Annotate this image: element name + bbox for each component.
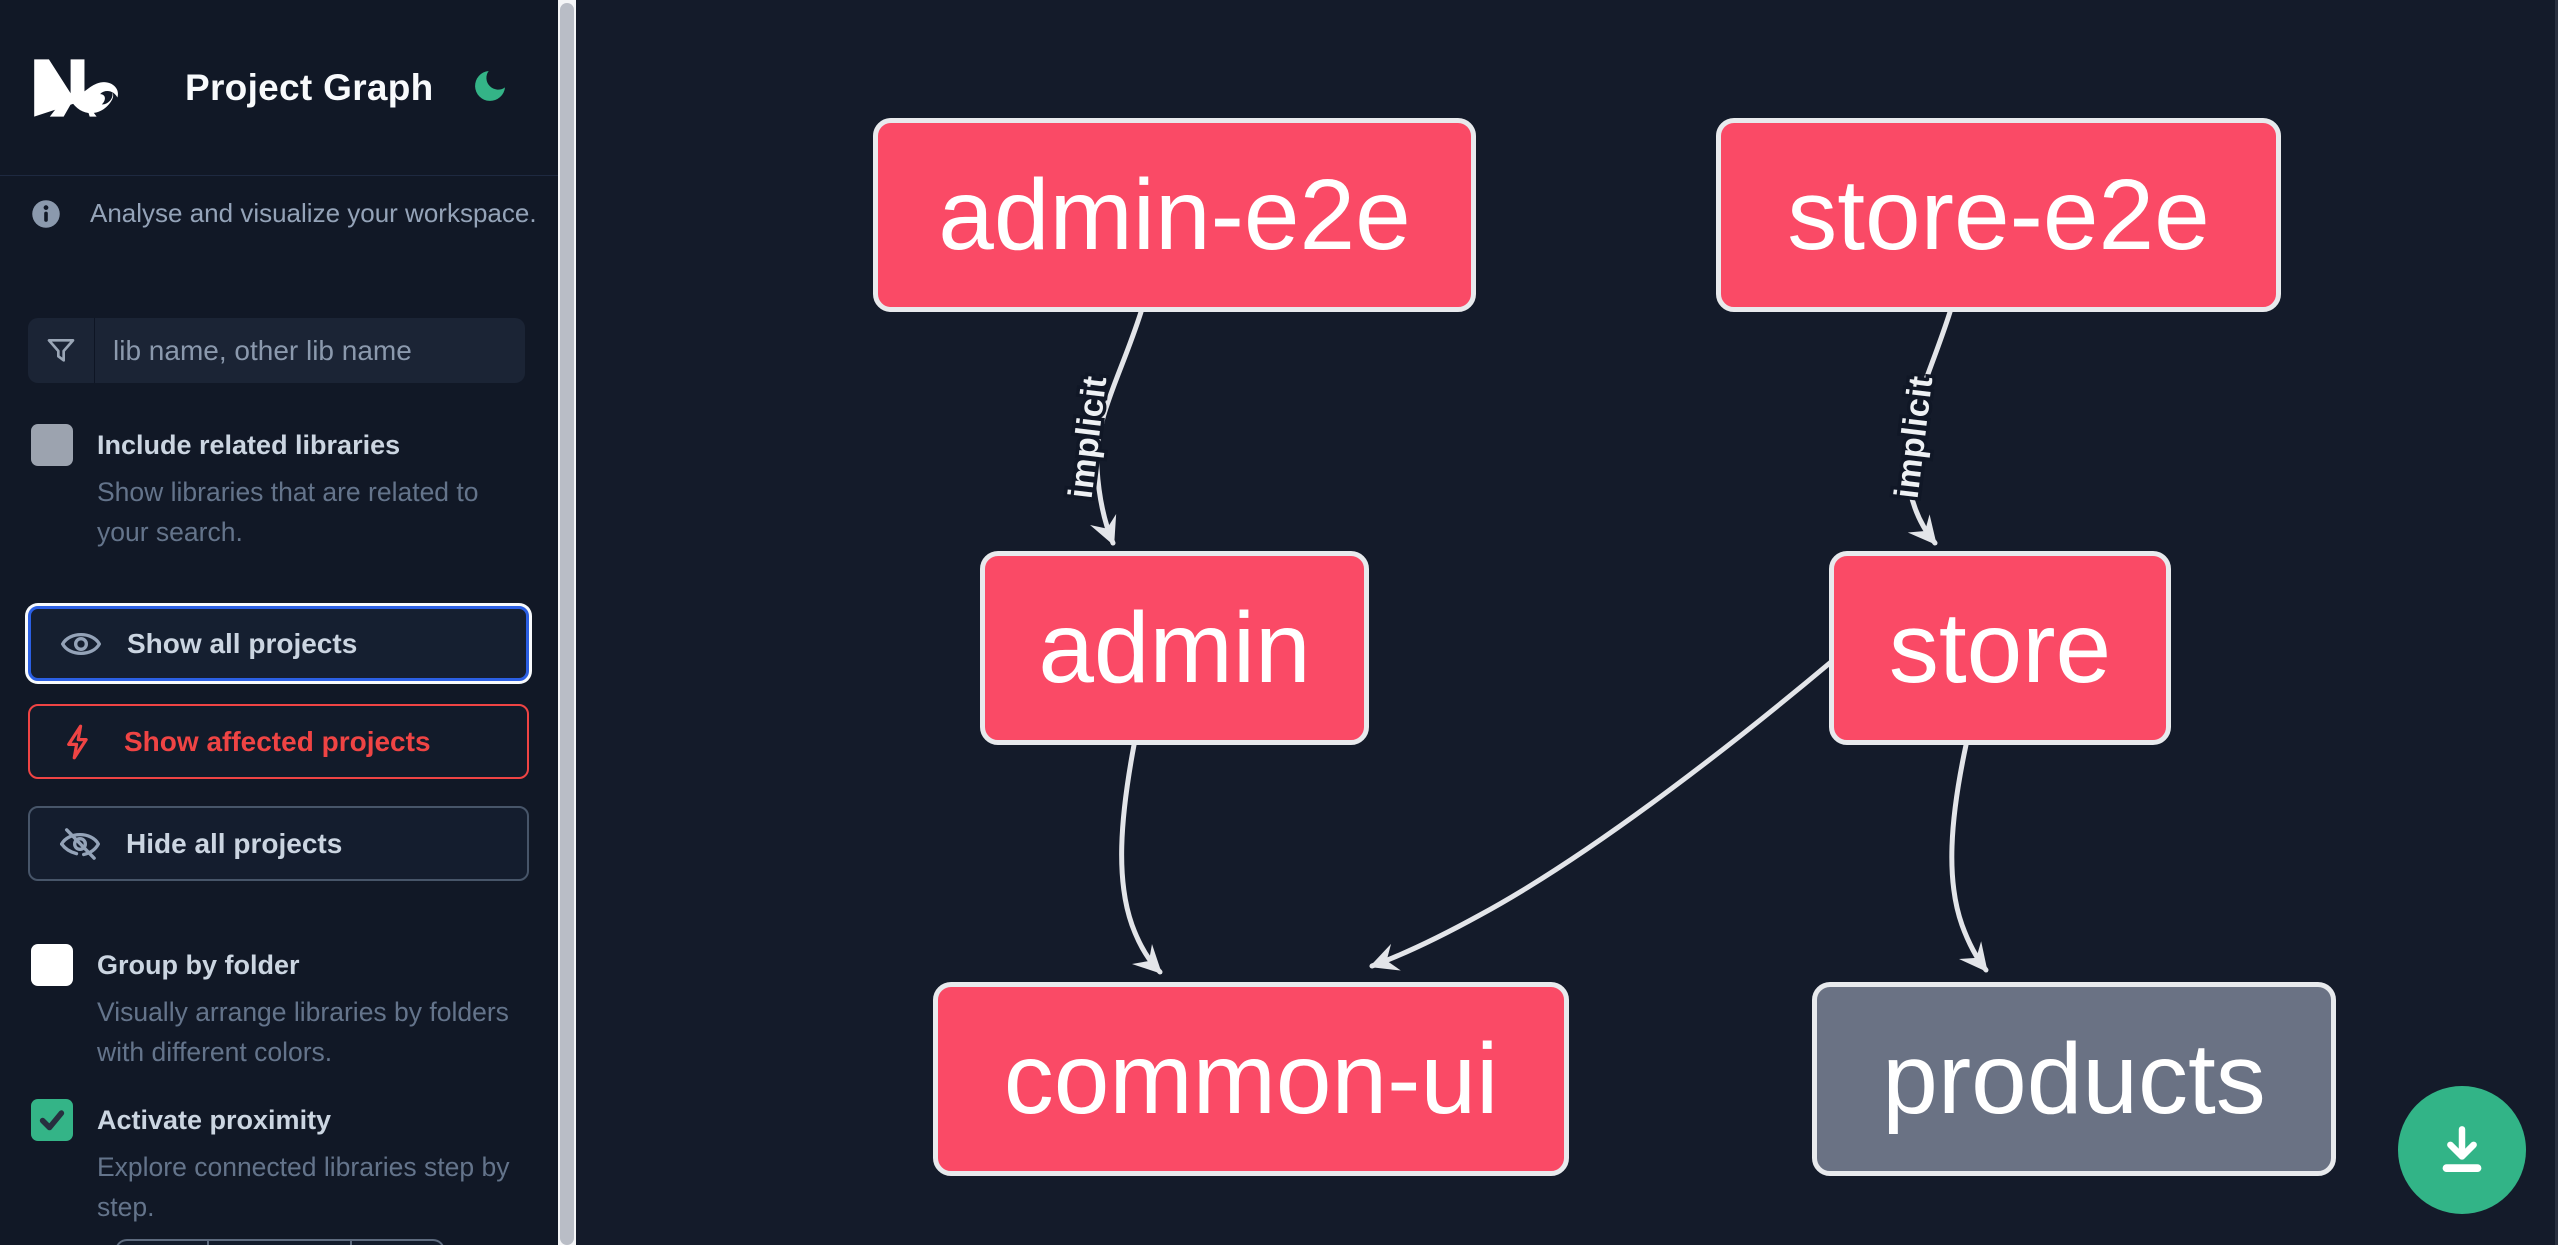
window-right-edge (2555, 0, 2558, 1245)
workspace-tagline-row: Analyse and visualize your workspace. (31, 198, 537, 229)
theme-toggle-moon-icon[interactable] (468, 66, 512, 110)
stepper-increment[interactable] (350, 1241, 443, 1245)
toggle-description: Explore connected libraries step by step… (97, 1152, 510, 1222)
stepper-decrement[interactable] (117, 1241, 207, 1245)
bolt-icon (67, 724, 88, 759)
eye-off-icon (60, 827, 100, 860)
stepper-value (207, 1241, 350, 1245)
proximity-stepper[interactable] (115, 1239, 445, 1245)
sidebar-scrollbar (558, 0, 576, 1245)
checkbox-include-related-libraries[interactable] (31, 424, 73, 466)
graph-node-products[interactable]: products (1812, 982, 2336, 1176)
download-image-button[interactable] (2398, 1086, 2526, 1214)
toggle-description: Visually arrange libraries by folders wi… (97, 997, 509, 1067)
sidebar-header: Project Graph (0, 0, 558, 176)
graph-node-store-e2e[interactable]: store-e2e (1716, 118, 2281, 312)
graph-node-admin[interactable]: admin (980, 551, 1369, 745)
info-icon (32, 199, 60, 228)
show-affected-projects-button[interactable]: Show affected projects (28, 704, 529, 779)
workspace-tagline: Analyse and visualize your workspace. (90, 198, 537, 228)
show-all-projects-button[interactable]: Show all projects (28, 606, 529, 681)
toggle-label: Group by folder (97, 950, 300, 980)
checkbox-activate-proximity[interactable] (31, 1099, 73, 1141)
toggle-label: Include related libraries (97, 430, 401, 460)
button-label: Show all projects (127, 627, 358, 659)
eye-icon (61, 632, 101, 655)
checkbox-group-by-folder[interactable] (31, 944, 73, 986)
graph-node-store[interactable]: store (1829, 551, 2171, 745)
button-label: Show affected projects (124, 725, 431, 757)
scrollbar-thumb[interactable] (560, 3, 574, 1245)
check-icon (39, 1110, 65, 1131)
toggle-group-by-folder: Group by folder Visually arrange librari… (31, 944, 517, 1072)
search-input[interactable] (95, 318, 525, 383)
filter-funnel-icon (28, 318, 95, 383)
toggle-description: Show libraries that are related to your … (97, 477, 479, 547)
button-label: Hide all projects (126, 827, 343, 859)
toggle-activate-proximity: Activate proximity Explore connected lib… (31, 1099, 517, 1227)
download-icon (2442, 1126, 2482, 1172)
toggle-label: Activate proximity (97, 1105, 332, 1135)
nx-logo-icon (34, 58, 119, 117)
app-title: Project Graph (185, 66, 434, 108)
hide-all-projects-button[interactable]: Hide all projects (28, 806, 529, 881)
sidebar: Project Graph Analyse and visualize your… (0, 0, 558, 1245)
graph-node-common-ui[interactable]: common-ui (933, 982, 1569, 1176)
search-box (28, 318, 525, 383)
graph-node-admin-e2e[interactable]: admin-e2e (873, 118, 1476, 312)
toggle-include-related-libraries: Include related libraries Show libraries… (31, 424, 517, 552)
